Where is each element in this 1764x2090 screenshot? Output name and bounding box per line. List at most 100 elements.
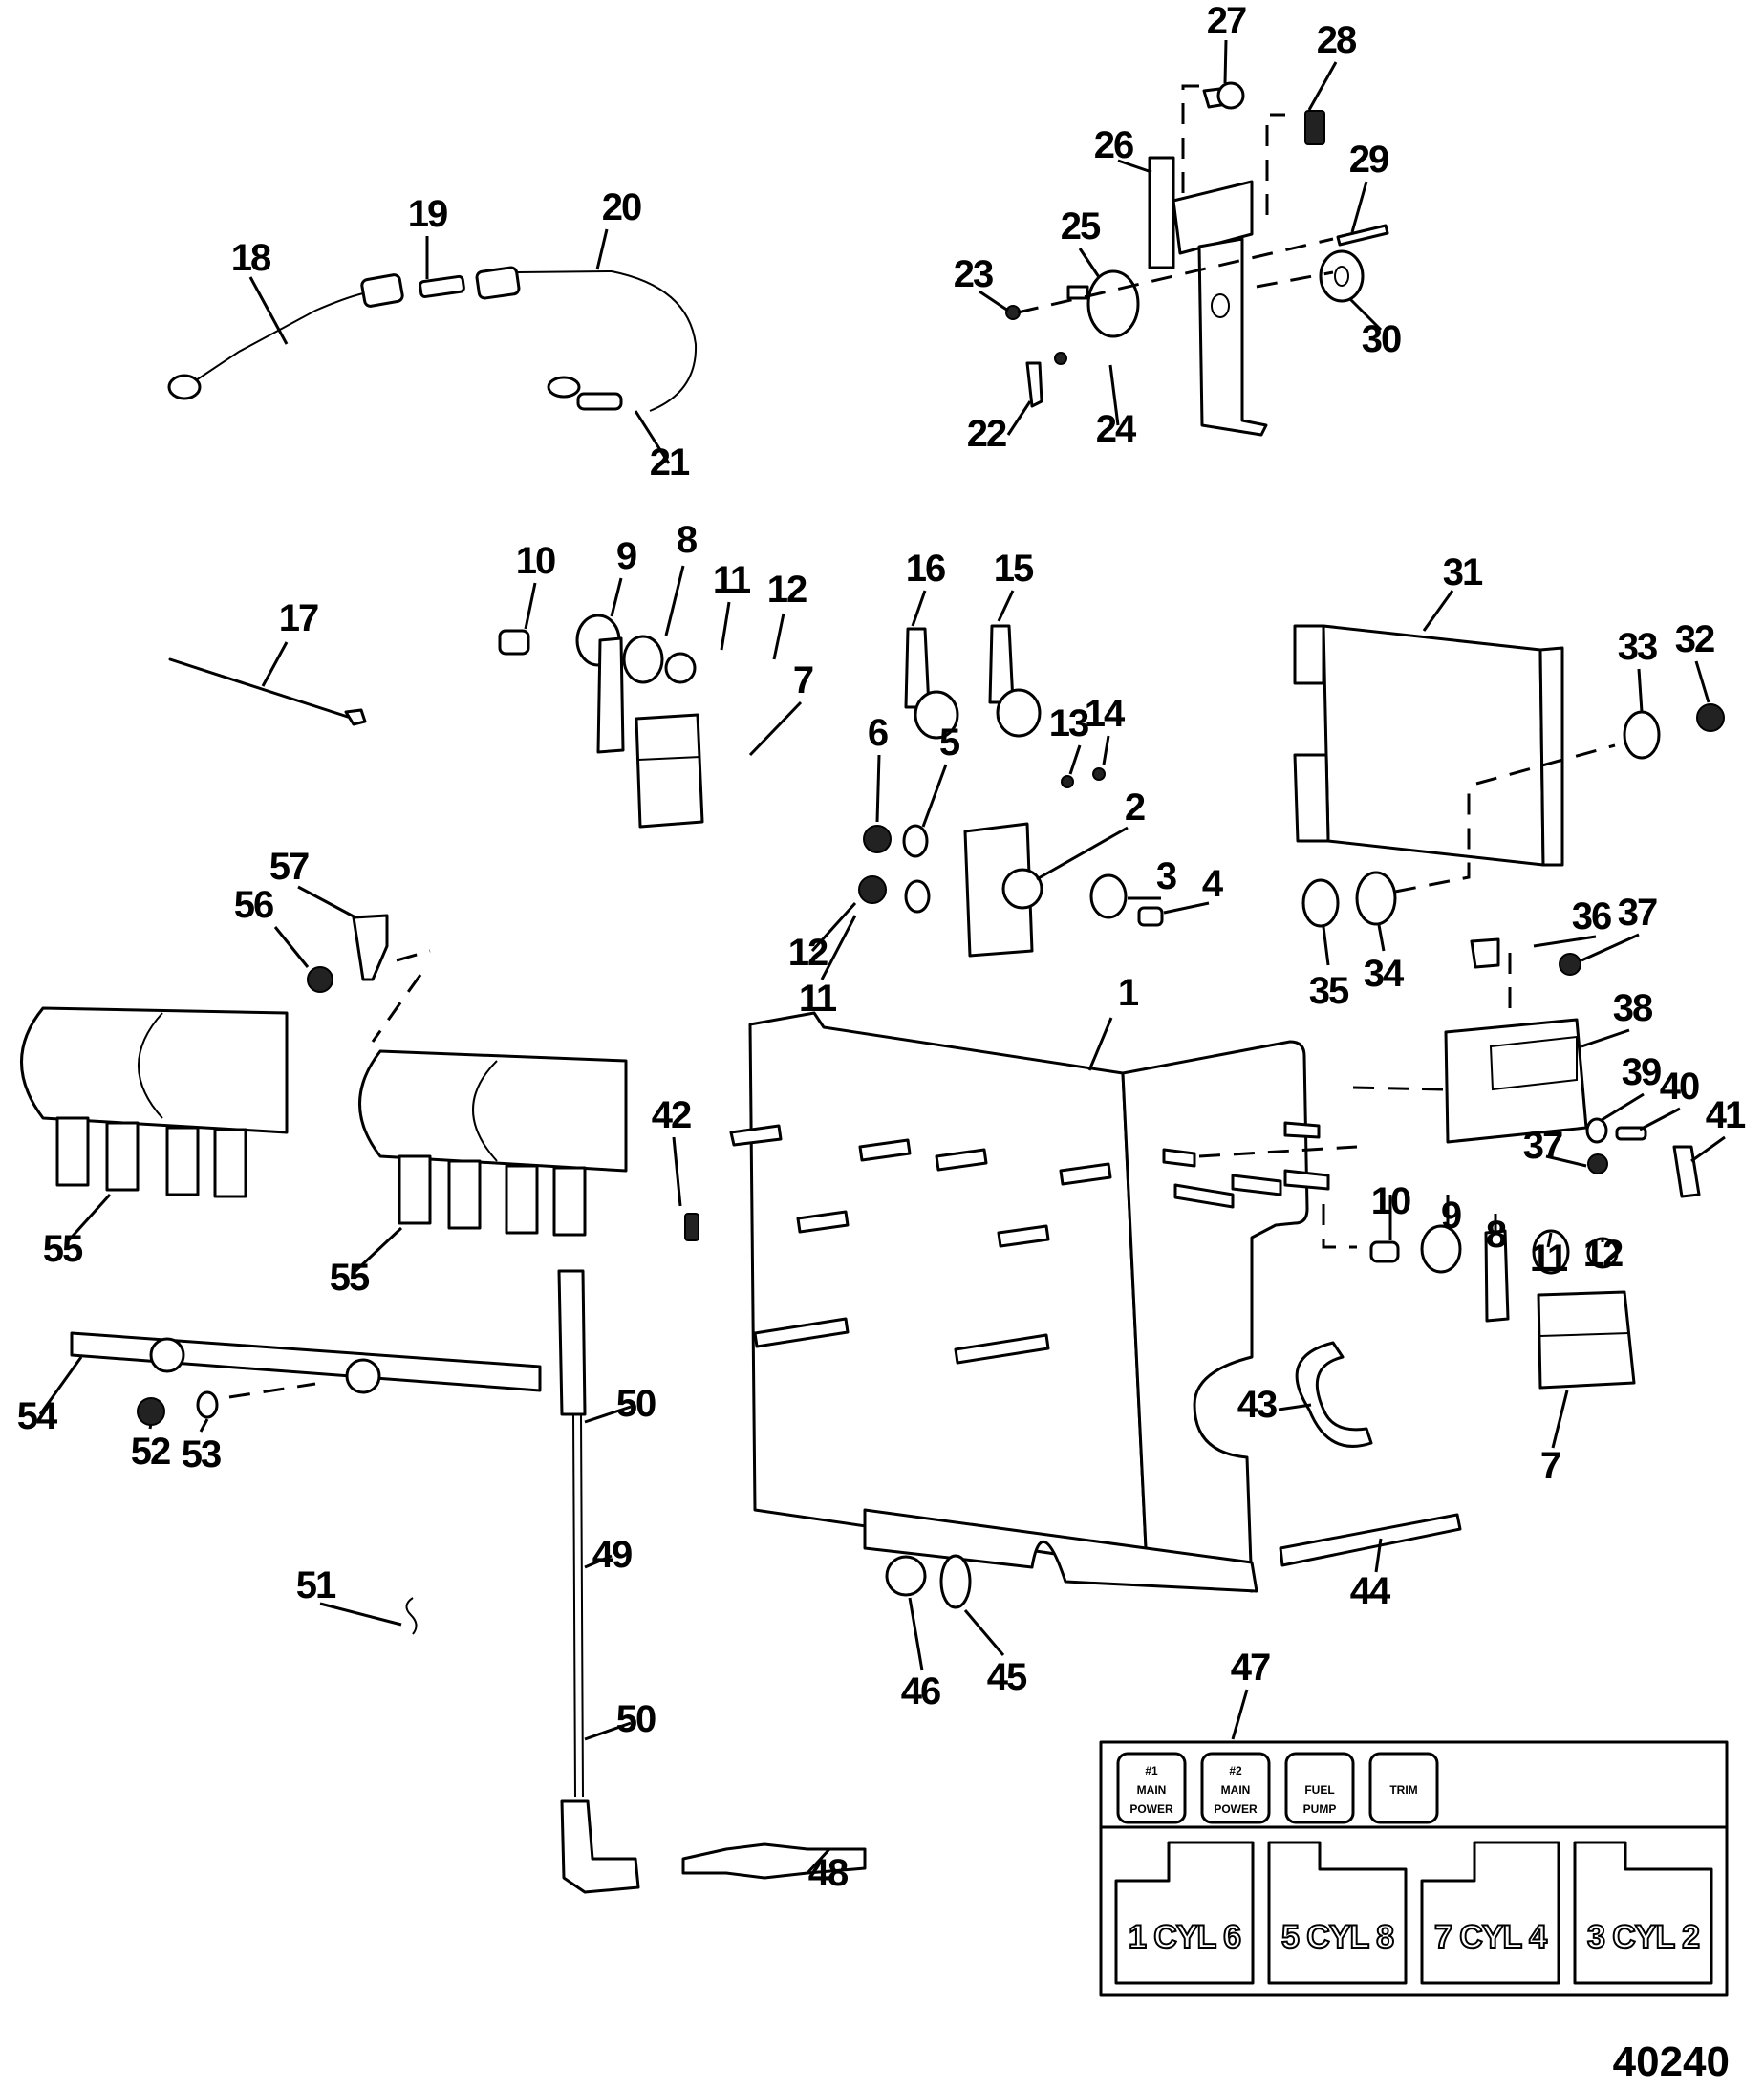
callout-28: 28 xyxy=(1317,19,1357,61)
callout-52: 52 xyxy=(131,1431,170,1473)
washer-11 xyxy=(1532,1229,1570,1275)
fuse-19 xyxy=(419,274,465,298)
callout-25: 25 xyxy=(1061,205,1101,248)
leader-line-55 xyxy=(65,1193,112,1244)
fuse-holder-left xyxy=(360,273,404,308)
leader-line-21 xyxy=(634,410,671,464)
callout-57: 57 xyxy=(269,846,309,888)
lead-wire-18 xyxy=(195,292,364,381)
fuse-slot xyxy=(1284,1752,1355,1824)
coil-slot-label: 1 CYL 6 xyxy=(1129,1919,1240,1955)
plate-foot xyxy=(863,1508,1258,1593)
callout-42: 42 xyxy=(652,1094,691,1136)
callout-12: 12 xyxy=(767,569,807,611)
mounting-plate-1 xyxy=(684,1011,1358,1593)
leader-line-47 xyxy=(1231,1689,1249,1740)
alignment-line xyxy=(228,1382,316,1399)
leader-line-14 xyxy=(1102,735,1110,765)
plate-front xyxy=(748,1011,1149,1569)
leader-line-35 xyxy=(1322,926,1330,966)
callout-50: 50 xyxy=(616,1698,656,1740)
leader-line-7 xyxy=(1551,1390,1569,1449)
washer-24 xyxy=(1054,352,1067,365)
callout-36: 36 xyxy=(1572,895,1611,937)
ecm-group xyxy=(1293,624,1725,928)
clip-8 xyxy=(1484,1229,1510,1323)
nut-12 xyxy=(664,652,697,684)
callout-11: 11 xyxy=(1530,1238,1568,1280)
callout-53: 53 xyxy=(182,1433,221,1476)
fuse-slot-label: POWER xyxy=(1129,1802,1173,1816)
sensor-25 xyxy=(1086,269,1140,338)
ecm-mount-ear xyxy=(1293,753,1330,843)
fuse-slot xyxy=(1200,1752,1271,1824)
washer-11 xyxy=(904,879,931,914)
callout-10: 10 xyxy=(516,540,555,582)
leader-line-11 xyxy=(1546,1232,1553,1248)
tie-strap-17 xyxy=(168,657,367,726)
stud-44 xyxy=(1279,1513,1462,1567)
leader-line-20 xyxy=(595,228,609,270)
ecm-mount-ear xyxy=(1293,624,1325,685)
callout-37: 37 xyxy=(1523,1125,1562,1167)
nut-3 xyxy=(1089,873,1128,919)
nut-46 xyxy=(885,1555,927,1597)
ignition-coil-group xyxy=(20,914,628,1237)
clamp-57 xyxy=(352,914,389,981)
fuse-slot-label: #2 xyxy=(1229,1764,1242,1778)
callout-43: 43 xyxy=(1237,1384,1277,1426)
relay-edge xyxy=(1539,1332,1630,1337)
alignment-line xyxy=(1351,1086,1444,1091)
leader-line-39 xyxy=(1601,1092,1645,1122)
callout-13: 13 xyxy=(1049,702,1088,744)
alignment-line xyxy=(1181,84,1199,193)
loom-54 xyxy=(70,1331,542,1392)
leader-line-2 xyxy=(1036,826,1129,881)
coil-slot-label: 3 CYL 2 xyxy=(1587,1919,1699,1955)
callout-12: 12 xyxy=(788,932,828,974)
ecm-side xyxy=(1538,646,1564,867)
leader-line-56 xyxy=(273,926,310,968)
fuse-slot-label: POWER xyxy=(1214,1802,1258,1816)
washer-30 xyxy=(1319,249,1365,303)
bracket-hole xyxy=(1211,293,1230,318)
strap-head xyxy=(344,708,367,726)
coil-slot xyxy=(1114,1841,1255,1985)
figure-number: 40240 xyxy=(1613,2038,1730,2085)
nut-14 xyxy=(1092,767,1106,781)
leader-line-27 xyxy=(1223,39,1228,84)
callout-8: 8 xyxy=(1486,1214,1507,1256)
bracket-26-plate xyxy=(1172,180,1254,255)
leader-line-8 xyxy=(664,565,685,636)
callout-48: 48 xyxy=(808,1852,849,1894)
callout-40: 40 xyxy=(1660,1066,1699,1108)
callout-55: 55 xyxy=(330,1257,370,1299)
leader-line-12 xyxy=(810,901,857,953)
leader-line-16 xyxy=(911,590,927,627)
callout-9: 9 xyxy=(1441,1195,1461,1237)
plate-side xyxy=(1121,1040,1309,1593)
plug-lead-boot-top xyxy=(557,1269,587,1416)
callout-37: 37 xyxy=(1618,892,1657,934)
alignment-line xyxy=(1265,113,1285,215)
lower-relay-group xyxy=(885,1204,1636,1609)
alignment-line xyxy=(396,949,431,962)
fuse-slot-label: MAIN xyxy=(1221,1783,1251,1797)
leader-line-11 xyxy=(820,915,857,980)
leader-line-49 xyxy=(584,1554,613,1569)
callout-3: 3 xyxy=(1156,855,1176,897)
loom-boss xyxy=(345,1358,381,1394)
clip-8 xyxy=(596,636,625,754)
washer-hole xyxy=(1334,266,1349,287)
leader-line-37 xyxy=(1545,1154,1587,1168)
callout-38: 38 xyxy=(1613,987,1653,1029)
callout-33: 33 xyxy=(1618,626,1657,668)
washer-11 xyxy=(622,635,664,684)
boot-15-ring xyxy=(996,688,1042,738)
leader-line-28 xyxy=(1307,61,1338,111)
callout-21: 21 xyxy=(650,442,690,484)
leader-line-46 xyxy=(908,1597,924,1671)
callout-29: 29 xyxy=(1349,139,1388,181)
callout-2: 2 xyxy=(1125,786,1145,829)
